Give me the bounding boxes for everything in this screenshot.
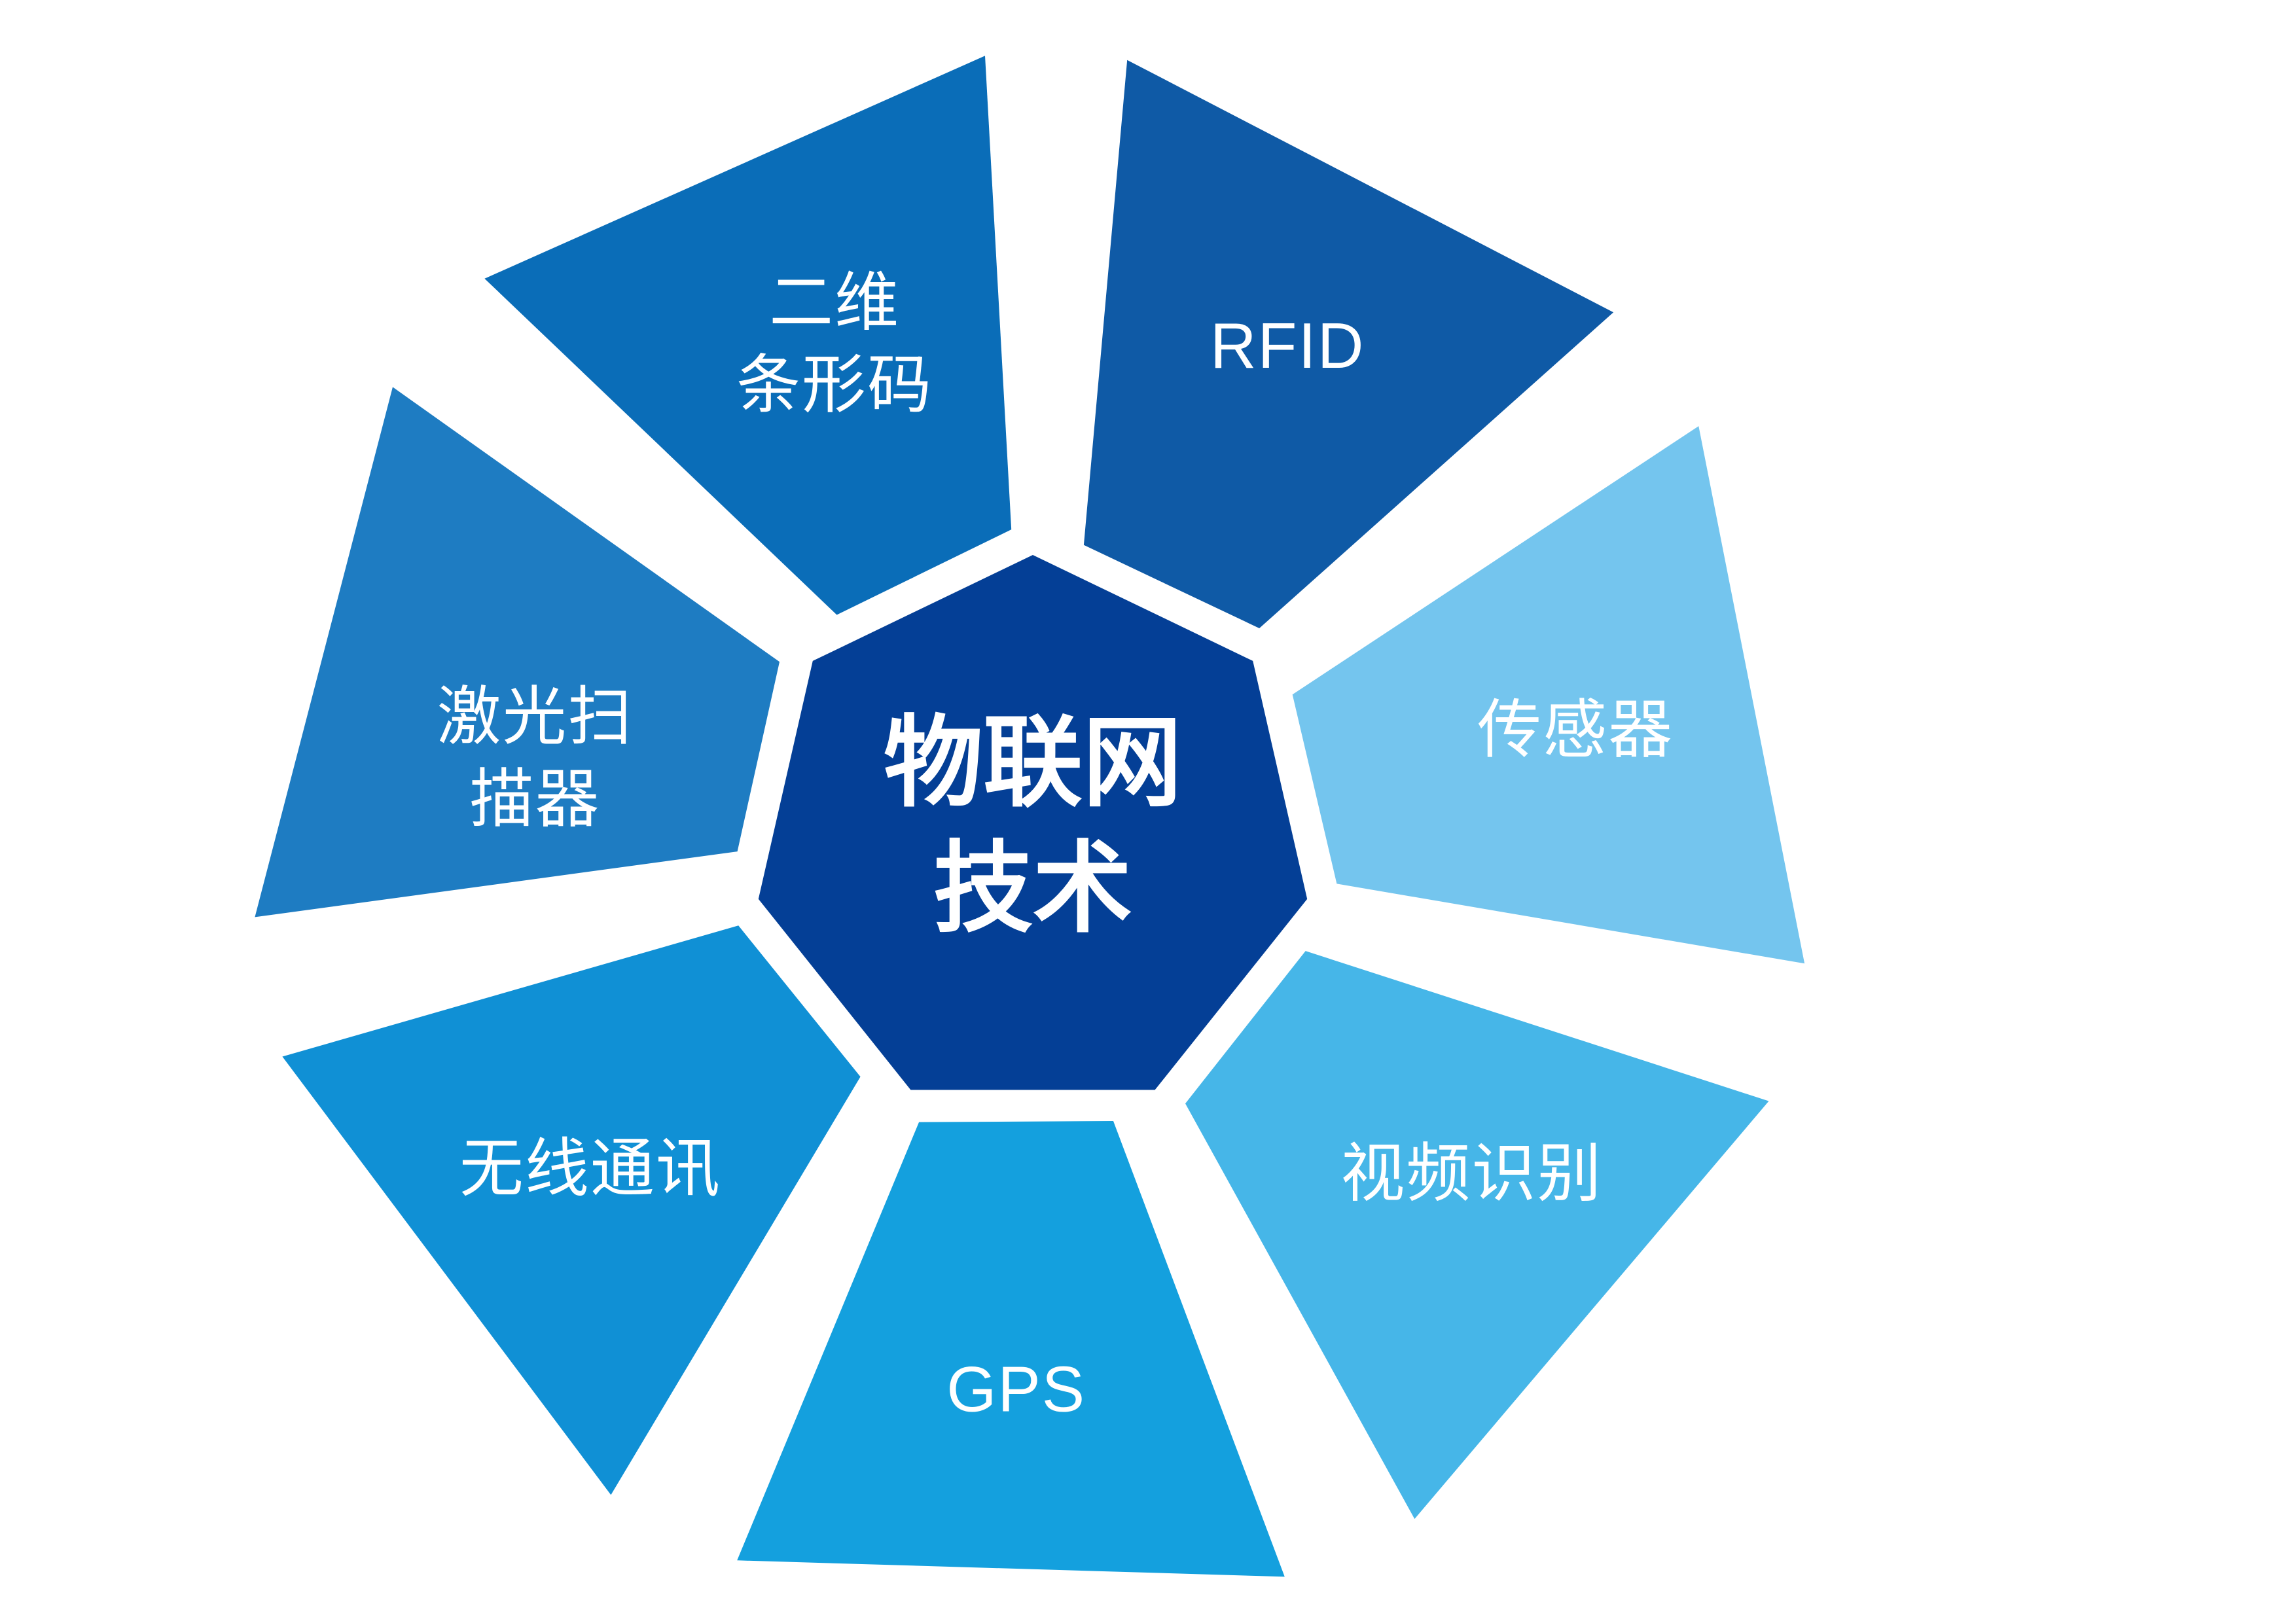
- segment-qr-2d-barcode: 二维条形码: [484, 56, 1012, 615]
- segment-label-line: 激光扫: [437, 681, 633, 753]
- segment-gps: GPS: [737, 1121, 1285, 1577]
- segment-label-sensor: 传感器: [1477, 694, 1674, 766]
- segment-label-line: 视频识别: [1340, 1137, 1602, 1209]
- segment-wedge-laser-scanner: [255, 387, 780, 918]
- center-heptagon: [758, 555, 1308, 1090]
- segment-rfid: RFID: [1083, 60, 1614, 628]
- segment-label-gps: GPS: [946, 1353, 1086, 1425]
- segment-wedge-rfid: [1083, 60, 1614, 628]
- segment-wedge-sensor: [1292, 426, 1805, 964]
- segment-label-line: 描器: [469, 763, 600, 835]
- center-title-line: 技术: [933, 833, 1132, 944]
- center-title: 物联网技术: [884, 707, 1182, 944]
- segment-label-wireless-communication: 无线通讯: [459, 1132, 721, 1204]
- segment-wedge-gps: [737, 1121, 1285, 1577]
- segment-label-rfid: RFID: [1210, 310, 1365, 382]
- segment-label-line: RFID: [1210, 310, 1365, 382]
- segment-label-line: GPS: [946, 1353, 1086, 1425]
- center-title-line: 物联网: [884, 707, 1182, 819]
- segment-sensor: 传感器: [1292, 426, 1805, 964]
- segment-label-qr-2d-barcode: 二维条形码: [736, 266, 933, 421]
- segment-label-line: 传感器: [1477, 694, 1674, 766]
- segment-label-line: 条形码: [736, 349, 933, 421]
- segment-label-laser-scanner: 激光扫描器: [437, 681, 633, 835]
- segment-label-line: 无线通讯: [459, 1132, 721, 1204]
- segment-wedge-qr-2d-barcode: [484, 56, 1012, 615]
- segment-label-video-recognition: 视频识别: [1340, 1137, 1602, 1209]
- center-heptagon-group: 物联网技术: [758, 555, 1308, 1090]
- segment-video-recognition: 视频识别: [1185, 951, 1769, 1519]
- segment-wedge-wireless-communication: [282, 925, 861, 1495]
- segment-wedge-video-recognition: [1185, 951, 1769, 1519]
- segment-wireless-communication: 无线通讯: [282, 925, 861, 1495]
- segment-label-line: 二维: [769, 266, 900, 338]
- segment-laser-scanner: 激光扫描器: [255, 387, 780, 918]
